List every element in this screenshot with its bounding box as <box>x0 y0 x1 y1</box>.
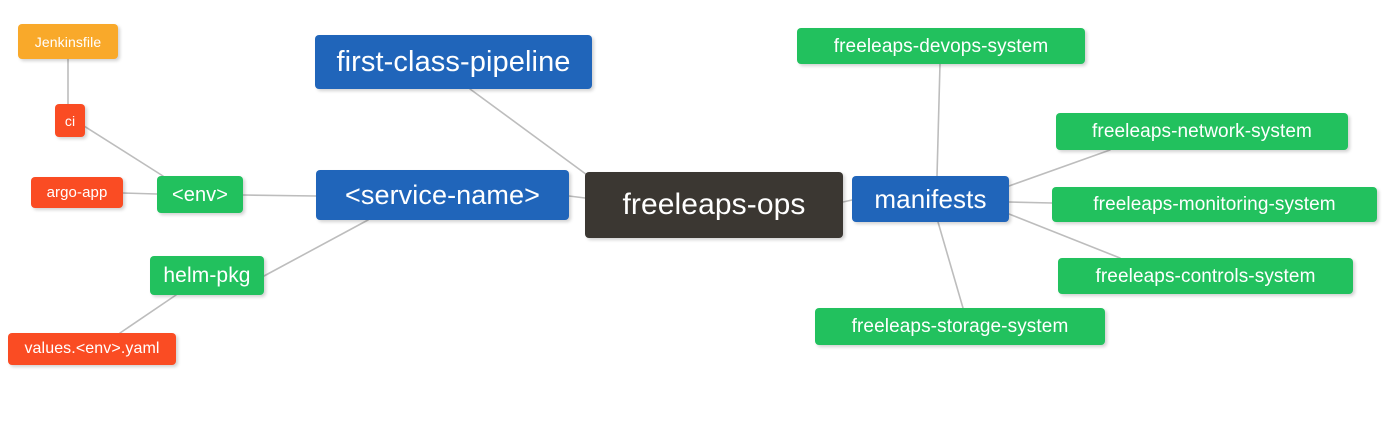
node-freeleaps-monitoring-system[interactable]: freeleaps-monitoring-system <box>1052 187 1377 222</box>
node-label-freeleaps-storage-system: freeleaps-storage-system <box>851 316 1069 337</box>
node-values-yaml[interactable]: values.<env>.yaml <box>8 333 176 365</box>
node-label-freeleaps-ops: freeleaps-ops <box>622 188 806 221</box>
edge-ops-manifests <box>842 199 853 203</box>
node-ci[interactable]: ci <box>55 104 85 137</box>
node-first-class-pipeline[interactable]: first-class-pipeline <box>315 35 592 89</box>
node-label-freeleaps-devops-system: freeleaps-devops-system <box>833 35 1049 57</box>
node-freeleaps-controls-system[interactable]: freeleaps-controls-system <box>1058 258 1353 294</box>
node-env[interactable]: <env> <box>157 176 243 213</box>
edge-env-argo <box>122 192 158 195</box>
node-label-first-class-pipeline: first-class-pipeline <box>336 45 571 78</box>
node-label-env: <env> <box>171 183 229 206</box>
node-service-name[interactable]: <service-name> <box>316 170 569 220</box>
node-freeleaps-storage-system[interactable]: freeleaps-storage-system <box>815 308 1105 345</box>
edge-manifests-monitoring <box>1008 201 1053 204</box>
node-label-freeleaps-monitoring-system: freeleaps-monitoring-system <box>1093 194 1336 215</box>
edge-manifests-network <box>1008 149 1111 187</box>
edge-manifests-devops <box>936 63 941 177</box>
node-label-freeleaps-controls-system: freeleaps-controls-system <box>1095 265 1316 287</box>
node-manifests[interactable]: manifests <box>852 176 1009 222</box>
node-argo-app[interactable]: argo-app <box>31 177 123 208</box>
edge-service-helm <box>263 219 369 277</box>
node-label-helm-pkg: helm-pkg <box>163 264 251 287</box>
node-label-freeleaps-network-system: freeleaps-network-system <box>1092 121 1312 142</box>
node-label-service-name: <service-name> <box>345 179 540 210</box>
node-label-manifests: manifests <box>874 184 987 214</box>
edge-manifests-storage <box>937 221 964 309</box>
node-freeleaps-network-system[interactable]: freeleaps-network-system <box>1056 113 1348 150</box>
edge-ops-service <box>568 195 586 199</box>
node-helm-pkg[interactable]: helm-pkg <box>150 256 264 295</box>
node-freeleaps-devops-system[interactable]: freeleaps-devops-system <box>797 28 1085 64</box>
node-label-argo-app: argo-app <box>46 184 108 201</box>
edge-service-pipeline <box>469 88 599 184</box>
node-jenkinsfile[interactable]: Jenkinsfile <box>18 24 118 59</box>
edge-service-env <box>242 194 317 197</box>
edge-helm-values <box>119 294 177 334</box>
node-freeleaps-ops[interactable]: freeleaps-ops <box>585 172 843 238</box>
edge-env-ci <box>83 125 164 177</box>
node-label-values-yaml: values.<env>.yaml <box>24 340 160 357</box>
node-label-ci: ci <box>64 112 76 129</box>
node-label-jenkinsfile: Jenkinsfile <box>34 33 102 50</box>
